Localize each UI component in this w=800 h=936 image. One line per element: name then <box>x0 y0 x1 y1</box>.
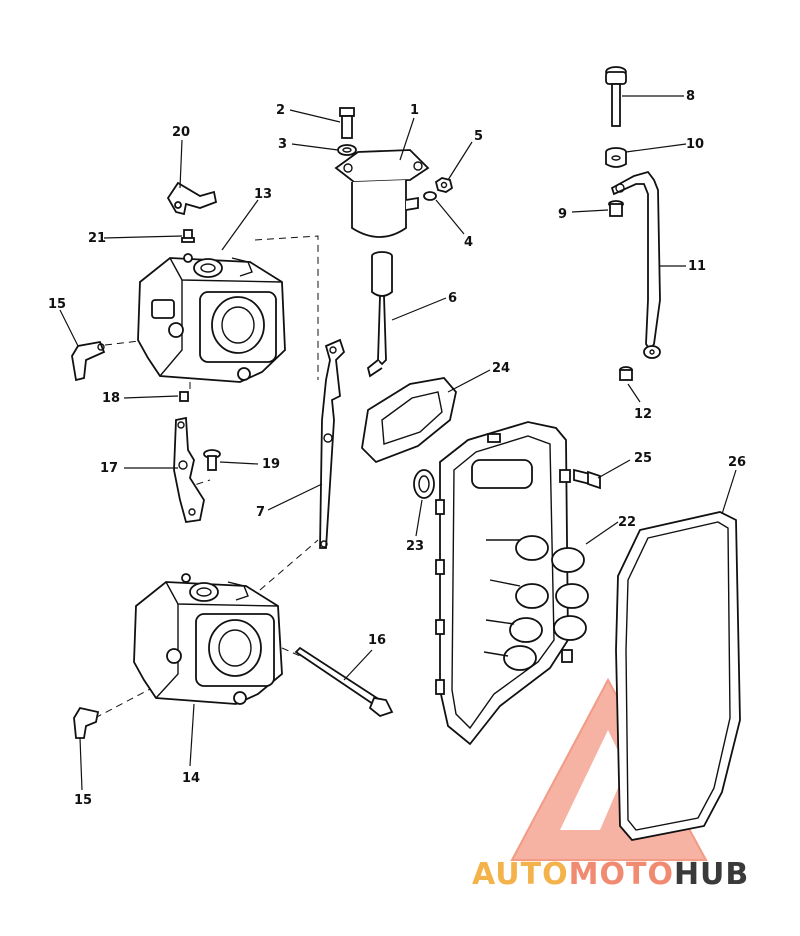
part-16-bolt <box>294 646 394 718</box>
callout-5: 5 <box>474 129 483 144</box>
part-26-seal-loop <box>615 511 741 841</box>
part-14-lower-carburetor <box>133 573 283 705</box>
part-15-elbow-lower <box>73 706 100 739</box>
manifold-edge-tabs <box>435 433 573 695</box>
part-19-screw <box>203 449 221 471</box>
callout-10: 10 <box>686 137 704 152</box>
callout-13: 13 <box>254 187 272 202</box>
watermark-text: AUTOMOTOHUB <box>472 857 749 892</box>
callout-26: 26 <box>728 455 746 470</box>
part-15-elbow-upper <box>71 340 106 382</box>
callout-19: 19 <box>262 457 280 472</box>
part-5-nut <box>434 177 454 193</box>
callout-21: 21 <box>88 231 106 246</box>
callout-3: 3 <box>278 137 287 152</box>
callout-1: 1 <box>410 103 419 118</box>
part-12-screw <box>619 366 633 381</box>
part-11-ground-strap <box>610 170 661 359</box>
callout-20: 20 <box>172 125 190 140</box>
callout-15-lower: 15 <box>74 793 92 808</box>
callout-16: 16 <box>368 633 386 648</box>
callout-25: 25 <box>634 451 652 466</box>
leader-lines <box>59 95 737 791</box>
part-23-oring <box>413 469 435 499</box>
watermark-hub: HUB <box>674 857 749 892</box>
part-10-grommet <box>605 147 627 168</box>
callout-12: 12 <box>634 407 652 422</box>
callout-15-upper: 15 <box>48 297 66 312</box>
watermark-moto: MOTO <box>569 857 674 892</box>
callout-2: 2 <box>276 103 285 118</box>
watermark-auto: AUTO <box>472 857 569 892</box>
callout-22: 22 <box>618 515 636 530</box>
callout-7: 7 <box>256 505 265 520</box>
part-24-gasket <box>361 377 457 464</box>
part-18-plug <box>179 391 189 402</box>
part-2-bolt <box>339 107 355 139</box>
callout-24: 24 <box>492 361 510 376</box>
callout-6: 6 <box>448 291 457 306</box>
callout-17: 17 <box>100 461 118 476</box>
part-6-plunger <box>366 251 393 378</box>
callout-8: 8 <box>686 89 695 104</box>
callout-14: 14 <box>182 771 200 786</box>
reed-port <box>483 535 589 671</box>
callout-23: 23 <box>406 539 424 554</box>
callout-9: 9 <box>558 207 567 222</box>
callout-4: 4 <box>464 235 473 250</box>
svg-text:AUTOMOTOHUB: AUTOMOTOHUB <box>472 857 749 892</box>
part-22-intake-manifold <box>435 421 589 746</box>
callout-18: 18 <box>102 391 120 406</box>
part-9-screw <box>608 200 624 217</box>
part-13-upper-carburetor <box>137 253 286 383</box>
part-8-bolt <box>605 66 627 127</box>
part-3-washer <box>337 144 357 156</box>
callout-labels: 2 3 1 5 4 6 7 8 9 10 11 12 13 14 15 15 1… <box>48 89 746 808</box>
part-4-washer <box>423 191 437 201</box>
part-1-solenoid <box>334 149 430 238</box>
part-25-screw <box>573 468 601 490</box>
part-17-linkage <box>173 416 205 524</box>
part-20-bracket <box>166 181 218 216</box>
callout-11: 11 <box>688 259 706 274</box>
part-21-screw <box>181 229 195 243</box>
part-7-connecting-link <box>319 338 346 549</box>
